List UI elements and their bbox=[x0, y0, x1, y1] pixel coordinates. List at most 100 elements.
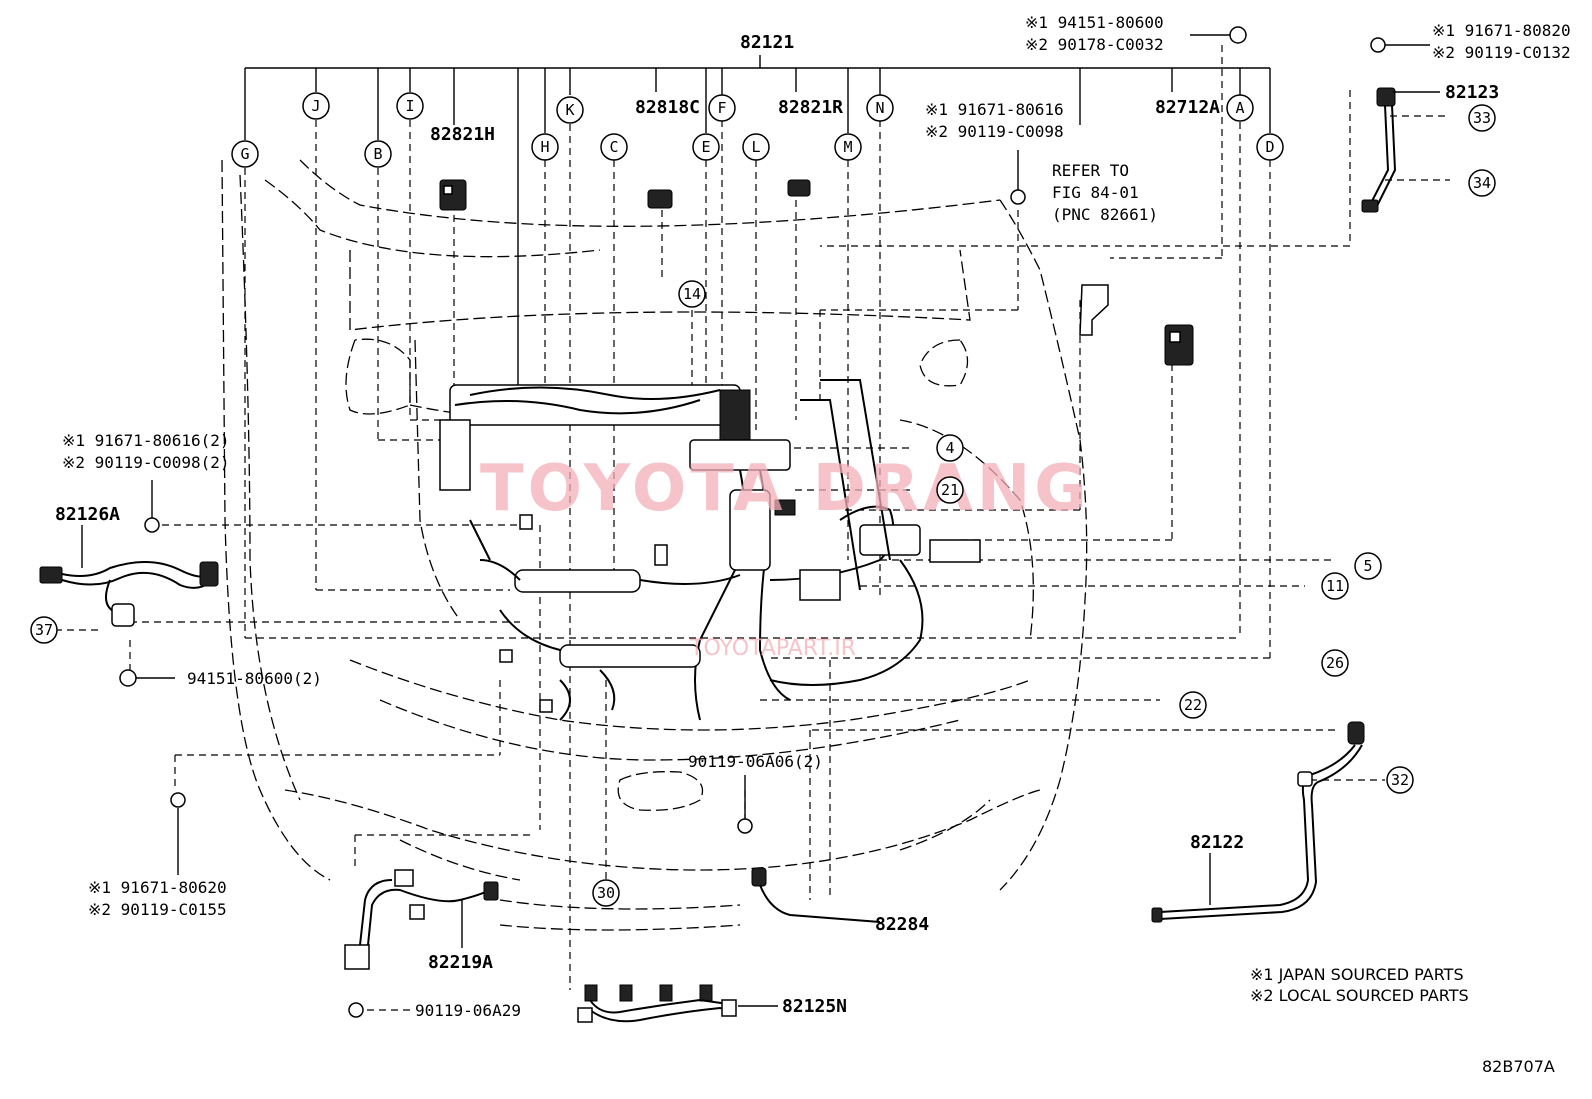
part-82821R-graphic bbox=[787, 179, 811, 197]
number-marker-5: 5 bbox=[1354, 552, 1382, 580]
number-marker-34: 34 bbox=[1468, 169, 1496, 197]
letter-marker-N: N bbox=[866, 94, 894, 122]
svg-text:I: I bbox=[405, 97, 414, 115]
svg-text:M: M bbox=[843, 138, 852, 156]
part-82219A-graphic bbox=[344, 869, 499, 970]
svg-text:21: 21 bbox=[941, 481, 959, 499]
svg-text:11: 11 bbox=[1326, 577, 1344, 595]
label-82121: 82121 bbox=[740, 32, 794, 53]
part-82821H-graphic bbox=[439, 179, 467, 211]
svg-text:K: K bbox=[565, 101, 574, 119]
letter-marker-C: C bbox=[600, 133, 628, 161]
main-part-bracket bbox=[244, 55, 1271, 400]
label-82122: 82122 bbox=[1190, 832, 1244, 853]
letter-marker-I: I bbox=[396, 92, 424, 120]
number-marker-30: 30 bbox=[592, 879, 620, 907]
bolt-90119-06A29 bbox=[348, 1002, 364, 1018]
svg-text:5: 5 bbox=[1363, 557, 1372, 575]
number-marker-22: 22 bbox=[1179, 691, 1207, 719]
bolt-label-90119-06A29: 90119-06A29 bbox=[415, 1001, 521, 1020]
bolt-label-90119-06A06: 90119-06A06(2) bbox=[688, 752, 823, 771]
legend-japan-sourced: ※1 JAPAN SOURCED PARTS bbox=[1250, 965, 1464, 984]
letter-marker-L: L bbox=[742, 133, 770, 161]
label-82125N: 82125N bbox=[782, 996, 847, 1017]
figure-code: 82B707A bbox=[1482, 1057, 1555, 1076]
part-82122-graphic bbox=[1151, 721, 1365, 923]
number-marker-33: 33 bbox=[1468, 104, 1496, 132]
number-marker-11: 11 bbox=[1321, 572, 1349, 600]
letter-marker-J: J bbox=[302, 92, 330, 120]
legend-local-sourced: ※2 LOCAL SOURCED PARTS bbox=[1250, 986, 1469, 1005]
svg-text:32: 32 bbox=[1391, 771, 1409, 789]
label-82818C: 82818C bbox=[635, 97, 700, 118]
letter-marker-E: E bbox=[692, 133, 720, 161]
clip-94151-80600-left bbox=[119, 669, 175, 687]
bolt-91671-80620 bbox=[170, 792, 186, 875]
number-marker-26: 26 bbox=[1321, 649, 1349, 677]
bolt-91671-80616-left bbox=[144, 480, 160, 533]
svg-text:33: 33 bbox=[1473, 109, 1491, 127]
part-82125N-graphic bbox=[577, 984, 737, 1023]
part-82661-bracket-graphic bbox=[1079, 284, 1109, 336]
label-82219A: 82219A bbox=[428, 952, 493, 973]
svg-text:B: B bbox=[373, 145, 382, 163]
svg-text:4: 4 bbox=[945, 439, 954, 457]
svg-text:F: F bbox=[717, 99, 726, 117]
refer-note-line1: REFER TO bbox=[1052, 161, 1129, 180]
letter-marker-F: F bbox=[708, 94, 736, 122]
svg-text:E: E bbox=[701, 138, 710, 156]
svg-text:26: 26 bbox=[1326, 654, 1344, 672]
svg-text:14: 14 bbox=[683, 285, 701, 303]
part-82126A-graphic bbox=[39, 560, 219, 627]
svg-text:H: H bbox=[540, 138, 549, 156]
svg-text:G: G bbox=[240, 145, 249, 163]
watermark-subtext: TOYOTAPART.IR bbox=[689, 636, 856, 661]
part-82818C-graphic bbox=[647, 189, 673, 209]
label-82821R: 82821R bbox=[778, 97, 843, 118]
bolt-label-90119-C0132: ※2 90119-C0132 bbox=[1432, 43, 1571, 62]
bolt-91671-80820 bbox=[1370, 37, 1430, 53]
label-82821H: 82821H bbox=[430, 124, 495, 145]
bolt-label-91671-80620: ※1 91671-80620 bbox=[88, 878, 227, 897]
svg-text:J: J bbox=[311, 97, 320, 115]
letter-marker-A: A bbox=[1226, 94, 1254, 122]
bolt-label-90178-C0032: ※2 90178-C0032 bbox=[1025, 35, 1164, 54]
number-marker-14: 14 bbox=[678, 280, 706, 308]
svg-text:A: A bbox=[1235, 99, 1244, 117]
bolt-94151-80600-top bbox=[1190, 26, 1247, 44]
svg-text:22: 22 bbox=[1184, 696, 1202, 714]
label-82123: 82123 bbox=[1445, 82, 1499, 103]
svg-text:N: N bbox=[875, 99, 884, 117]
bolt-label-90119-C0155: ※2 90119-C0155 bbox=[88, 900, 227, 919]
letter-marker-G: G bbox=[231, 140, 259, 168]
number-marker-21: 21 bbox=[936, 476, 964, 504]
bolt-label-94151-80600-2: 94151-80600(2) bbox=[187, 669, 322, 688]
letter-marker-M: M bbox=[834, 133, 862, 161]
vehicle-body-outline bbox=[221, 159, 1088, 931]
svg-text:34: 34 bbox=[1473, 174, 1491, 192]
letter-marker-B: B bbox=[364, 140, 392, 168]
bolt-label-90119-C0098: ※2 90119-C0098 bbox=[925, 122, 1064, 141]
label-82284: 82284 bbox=[875, 914, 929, 935]
bolt-label-90119-C0098-2: ※2 90119-C0098(2) bbox=[62, 453, 230, 472]
svg-text:37: 37 bbox=[35, 621, 53, 639]
number-marker-37: 37 bbox=[30, 616, 58, 644]
letter-marker-K: K bbox=[556, 96, 584, 124]
label-82126A: 82126A bbox=[55, 504, 120, 525]
refer-note-line2: FIG 84-01 bbox=[1052, 183, 1139, 202]
svg-text:30: 30 bbox=[597, 884, 615, 902]
bolt-91671-80616-top bbox=[1010, 150, 1026, 205]
svg-text:D: D bbox=[1265, 138, 1274, 156]
number-marker-4: 4 bbox=[936, 434, 964, 462]
number-marker-32: 32 bbox=[1386, 766, 1414, 794]
label-82712A: 82712A bbox=[1155, 97, 1220, 118]
svg-text:C: C bbox=[609, 138, 618, 156]
bolt-label-94151-80600: ※1 94151-80600 bbox=[1025, 13, 1164, 32]
part-82123-graphic bbox=[1361, 87, 1397, 213]
part-82712A-graphic bbox=[1164, 324, 1194, 366]
bolt-90119-06A06 bbox=[737, 775, 753, 834]
bolt-label-91671-80820: ※1 91671-80820 bbox=[1432, 21, 1571, 40]
letter-marker-D: D bbox=[1256, 133, 1284, 161]
central-harness bbox=[439, 379, 981, 721]
